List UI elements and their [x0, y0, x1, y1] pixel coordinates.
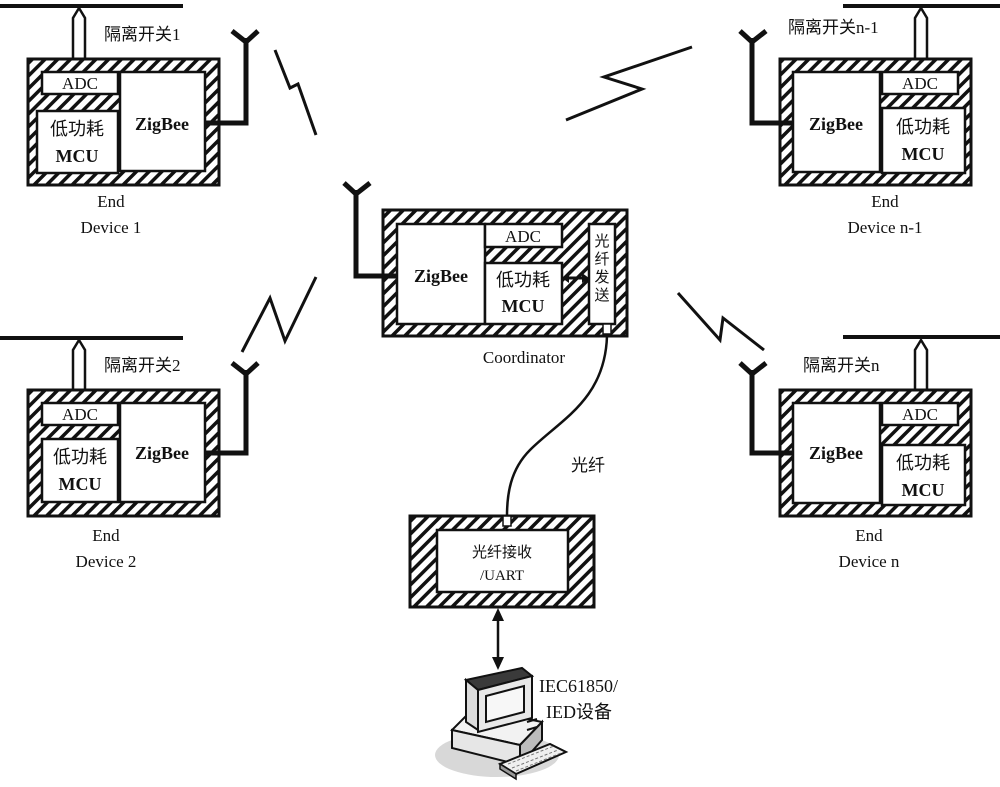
adc-label: ADC	[62, 405, 98, 424]
switch-connector-arrow	[915, 8, 927, 60]
ied-label-line2: IED设备	[546, 702, 612, 722]
device-name-line2: Device 2	[76, 552, 137, 571]
coordinator: ZigBee ADC 低功耗 MCU 光 纤 发 送 Coordinator	[344, 183, 627, 367]
switch-label: 隔离开关2	[104, 356, 181, 375]
fiber-port	[603, 324, 611, 334]
switch-connector-arrow	[73, 8, 85, 60]
wireless-link-icon	[275, 50, 316, 135]
coordinator-name: Coordinator	[483, 348, 565, 367]
mcu-label-line1: 低功耗	[50, 119, 104, 139]
device-name-line2: Device n	[839, 552, 900, 571]
mcu-label-line2: MCU	[502, 296, 545, 316]
zigbee-label: ZigBee	[809, 114, 863, 134]
fiber-tx-char: 送	[594, 287, 609, 304]
mcu-label-line2: MCU	[902, 144, 945, 164]
switch-label: 隔离开关n-1	[788, 18, 879, 37]
device-name-line1: End	[92, 526, 120, 545]
ied-label-line1: IEC61850/	[539, 676, 618, 696]
adc-label: ADC	[62, 74, 98, 93]
fiber-tx-char: 光	[594, 233, 609, 250]
device-name-line1: End	[97, 192, 125, 211]
device-name-line1: End	[855, 526, 883, 545]
mcu-label-line2: MCU	[59, 474, 102, 494]
fiber-tx-char: 发	[594, 269, 609, 286]
adc-label: ADC	[505, 227, 541, 246]
adc-label: ADC	[902, 74, 938, 93]
mcu-label-line1: 低功耗	[496, 270, 550, 290]
device-name-line2: Device 1	[81, 218, 142, 237]
zigbee-label: ZigBee	[135, 443, 189, 463]
wireless-link-icon	[242, 277, 316, 352]
device-name-line1: End	[871, 192, 899, 211]
fiber-label: 光纤	[571, 456, 605, 475]
fiber-tx-char: 纤	[594, 251, 609, 268]
mcu-label-line2: MCU	[902, 480, 945, 500]
receiver-label-line2: /UART	[480, 568, 524, 584]
fiber-port	[503, 516, 511, 526]
mcu-label-line1: 低功耗	[896, 117, 950, 137]
switch-label: 隔离开关n	[803, 356, 880, 375]
wireless-link-icon	[678, 293, 764, 350]
zigbee-label: ZigBee	[414, 266, 468, 286]
device-name-line2: Device n-1	[847, 218, 922, 237]
mcu-label-line1: 低功耗	[53, 447, 107, 467]
fiber-receiver: 光纤接收 /UART	[410, 516, 594, 607]
switch-connector-arrow	[915, 340, 927, 392]
zigbee-label: ZigBee	[809, 443, 863, 463]
adc-label: ADC	[902, 405, 938, 424]
switch-connector-arrow	[73, 340, 85, 392]
end-device-n-1: 隔离开关n-1 ZigBee ADC 低功耗 MCU End Device n-…	[740, 6, 1000, 237]
end-device-n: 隔离开关n ZigBee ADC 低功耗 MCU End Device n	[740, 337, 1000, 571]
mcu-label-line1: 低功耗	[896, 453, 950, 473]
wireless-link-icon	[566, 47, 692, 120]
zigbee-label: ZigBee	[135, 114, 189, 134]
switch-label: 隔离开关1	[104, 25, 181, 44]
mcu-label-line2: MCU	[56, 146, 99, 166]
bidirectional-arrow-icon	[492, 608, 504, 670]
end-device-1: 隔离开关1 ADC 低功耗 MCU ZigBee End Device 1	[0, 6, 258, 237]
receiver-label-line1: 光纤接收	[472, 544, 532, 561]
end-device-2: 隔离开关2 ADC 低功耗 MCU ZigBee End Device 2	[0, 338, 258, 571]
